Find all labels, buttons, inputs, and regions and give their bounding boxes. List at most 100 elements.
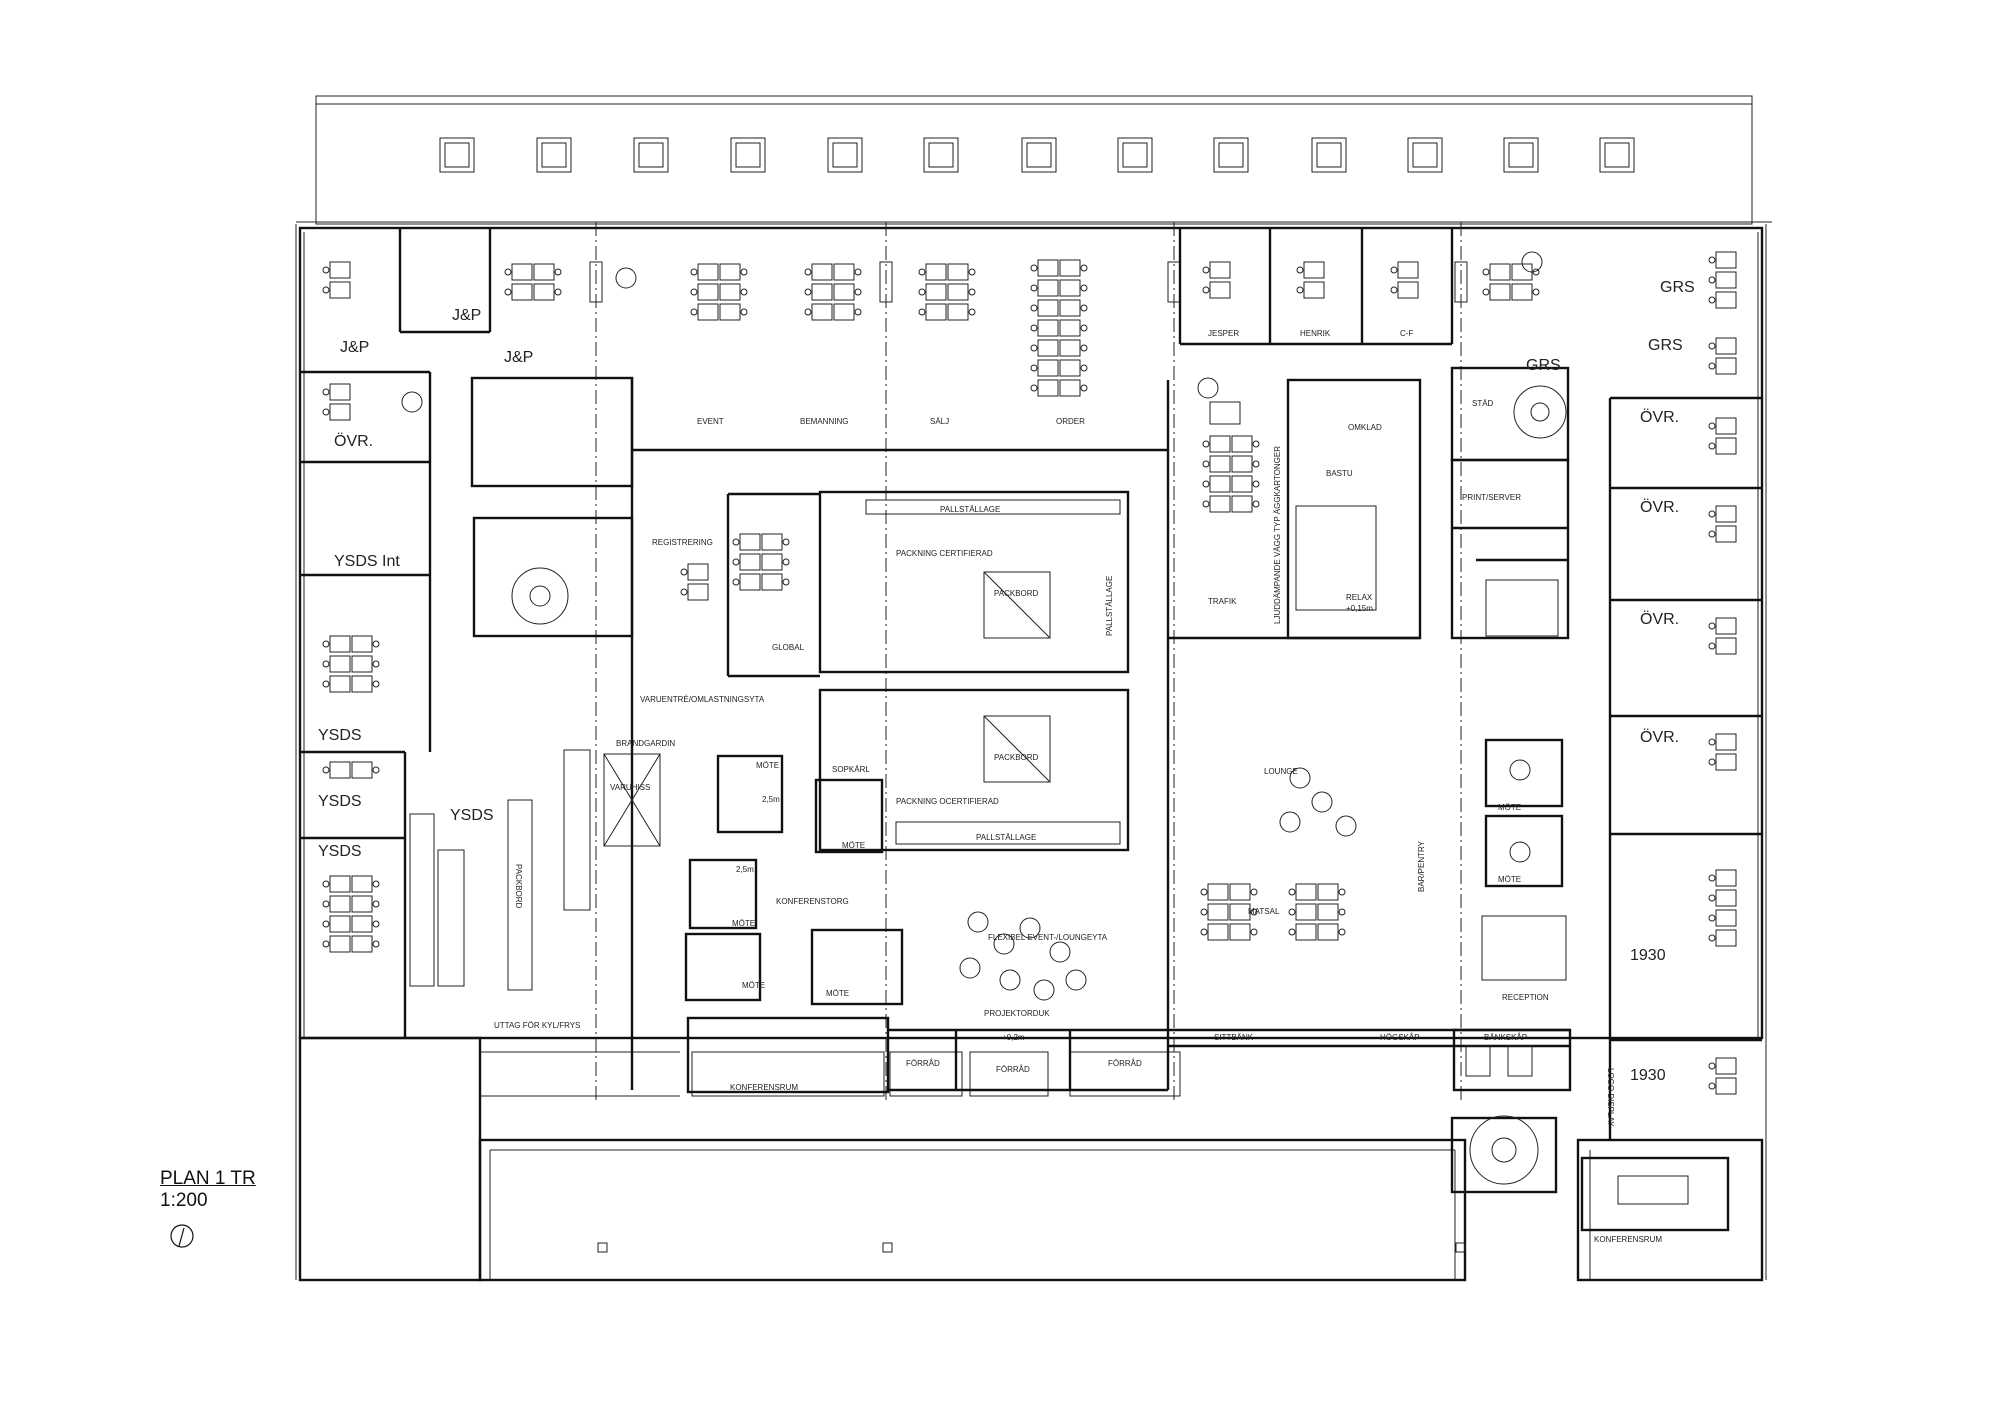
desk-clusters (322, 251, 1737, 1095)
skylight (536, 137, 572, 173)
skylight (1311, 137, 1347, 173)
zone-1930-1: 1930 (1630, 947, 1666, 964)
desk-cluster (804, 263, 862, 321)
label-konferensrum-1: KONFERENSRUM (730, 1083, 798, 1092)
room-labels: EVENT BEMANNING SÄLJ ORDER JESPER HENRIK… (494, 329, 1662, 1244)
label-bemanning: BEMANNING (800, 417, 848, 426)
label-level-015: +0,15m (1346, 604, 1373, 613)
seat-icon (1033, 979, 1055, 1001)
label-sopkarl: SOPKÄRL (832, 765, 870, 774)
desk-cluster (1202, 435, 1260, 513)
seat-icon (401, 391, 423, 413)
desk-cluster (1390, 261, 1419, 299)
seat-icon (967, 911, 989, 933)
skylight (827, 137, 863, 173)
exterior-walls (295, 224, 1767, 1280)
seat-icon (1335, 815, 1357, 837)
label-packning-cert: PACKNING CERTIFIERAD (896, 549, 993, 558)
zone-jp-top: J&P (340, 339, 369, 356)
seat-icon (1065, 969, 1087, 991)
seat-icon (1279, 811, 1301, 833)
seat-icon (1509, 759, 1531, 781)
seat-icon (999, 969, 1021, 991)
zone-ysds-1: YSDS (318, 727, 362, 744)
zone-grs-1: GRS (1660, 279, 1695, 296)
label-mote-4: MÖTE (742, 981, 765, 990)
label-level-25a: 2,5m (736, 865, 754, 874)
zone-jp-wc: J&P (504, 349, 533, 366)
zone-ovr-left: ÖVR. (334, 432, 373, 450)
desk-cluster (322, 383, 351, 421)
courtyard-outline (298, 1036, 1764, 1282)
label-logo-display: LOGO DISPLAY (1606, 1068, 1615, 1127)
label-varuentre: VARUENTRÉ/OMLASTNINGSYTA (640, 695, 765, 704)
label-cf: C-F (1400, 329, 1413, 338)
desk-cluster (918, 263, 976, 321)
zone-jp-left: J&P (452, 307, 481, 324)
label-matsal: MATSAL (1248, 907, 1280, 916)
label-global: GLOBAL (772, 643, 805, 652)
label-barpentry: BAR/PENTRY (1417, 840, 1426, 892)
packing-tables (865, 401, 1377, 845)
skylight (633, 137, 669, 173)
desk-cluster (1708, 617, 1737, 655)
skylight (1021, 137, 1057, 173)
desk-cluster (1708, 733, 1737, 771)
seat-icon (1197, 377, 1219, 399)
desk-cluster (1708, 251, 1737, 309)
desk-cluster (1288, 883, 1346, 941)
seat-icon (1049, 941, 1071, 963)
zone-ovr-r1: ÖVR. (1640, 408, 1679, 426)
seat-icon (959, 957, 981, 979)
label-jesper: JESPER (1208, 329, 1239, 338)
zone-ovr-r3: ÖVR. (1640, 610, 1679, 628)
label-mote-1: MÖTE (756, 761, 779, 770)
label-registrering: REGISTRERING (652, 538, 713, 547)
label-henrik: HENRIK (1300, 329, 1331, 338)
zone-1930-2: 1930 (1630, 1067, 1666, 1084)
desk-cluster (732, 533, 790, 591)
label-forrad-3: FÖRRÅD (1108, 1059, 1142, 1068)
skylight (730, 137, 766, 173)
skylight (1213, 137, 1249, 173)
label-pallstallage-3: PALLSTÄLLAGE (1105, 576, 1114, 636)
desk-cluster (680, 563, 709, 601)
interior-walls (300, 228, 1762, 1232)
label-mote-2: MÖTE (842, 841, 865, 850)
seat-icon (1509, 841, 1531, 863)
label-level-02: +0,2m (1002, 1033, 1025, 1042)
seat-icon (1521, 251, 1543, 273)
skylight (1407, 137, 1443, 173)
label-sittbank: SITTBÄNK (1214, 1033, 1254, 1042)
desk-cluster (1708, 505, 1737, 543)
skylights (439, 137, 1635, 173)
seat-icon (615, 267, 637, 289)
desk-cluster (1708, 1057, 1737, 1095)
label-event: EVENT (697, 417, 724, 426)
label-relax: RELAX (1346, 593, 1373, 602)
desk-cluster (1030, 259, 1088, 397)
desk-cluster (1708, 417, 1737, 455)
label-mote-3: MÖTE (732, 919, 755, 928)
label-forrad-1: FÖRRÅD (906, 1059, 940, 1068)
label-varuhiss: VARUHISS (610, 783, 650, 792)
desk-cluster (1708, 869, 1737, 947)
plan-scale: 1:200 (160, 1190, 208, 1211)
zone-ovr-r4: ÖVR. (1640, 728, 1679, 746)
label-reception: RECEPTION (1502, 993, 1549, 1002)
label-order: ORDER (1056, 417, 1085, 426)
desk-cluster (504, 263, 562, 301)
label-packning-ocert: PACKNING OCERTIFIERAD (896, 797, 999, 806)
desk-cluster (1200, 883, 1258, 941)
zone-ovr-r2: ÖVR. (1640, 498, 1679, 516)
skylight (1503, 137, 1539, 173)
label-packbord-3: PACKBORD (514, 864, 523, 909)
label-packbord-2: PACKBORD (994, 753, 1039, 762)
seat-icon (1019, 917, 1041, 939)
desk-cluster (1482, 263, 1540, 301)
skylight (923, 137, 959, 173)
skylight (1599, 137, 1635, 173)
staircases (511, 385, 1567, 1185)
label-uttag: UTTAG FÖR KYL/FRYS (494, 1021, 580, 1030)
